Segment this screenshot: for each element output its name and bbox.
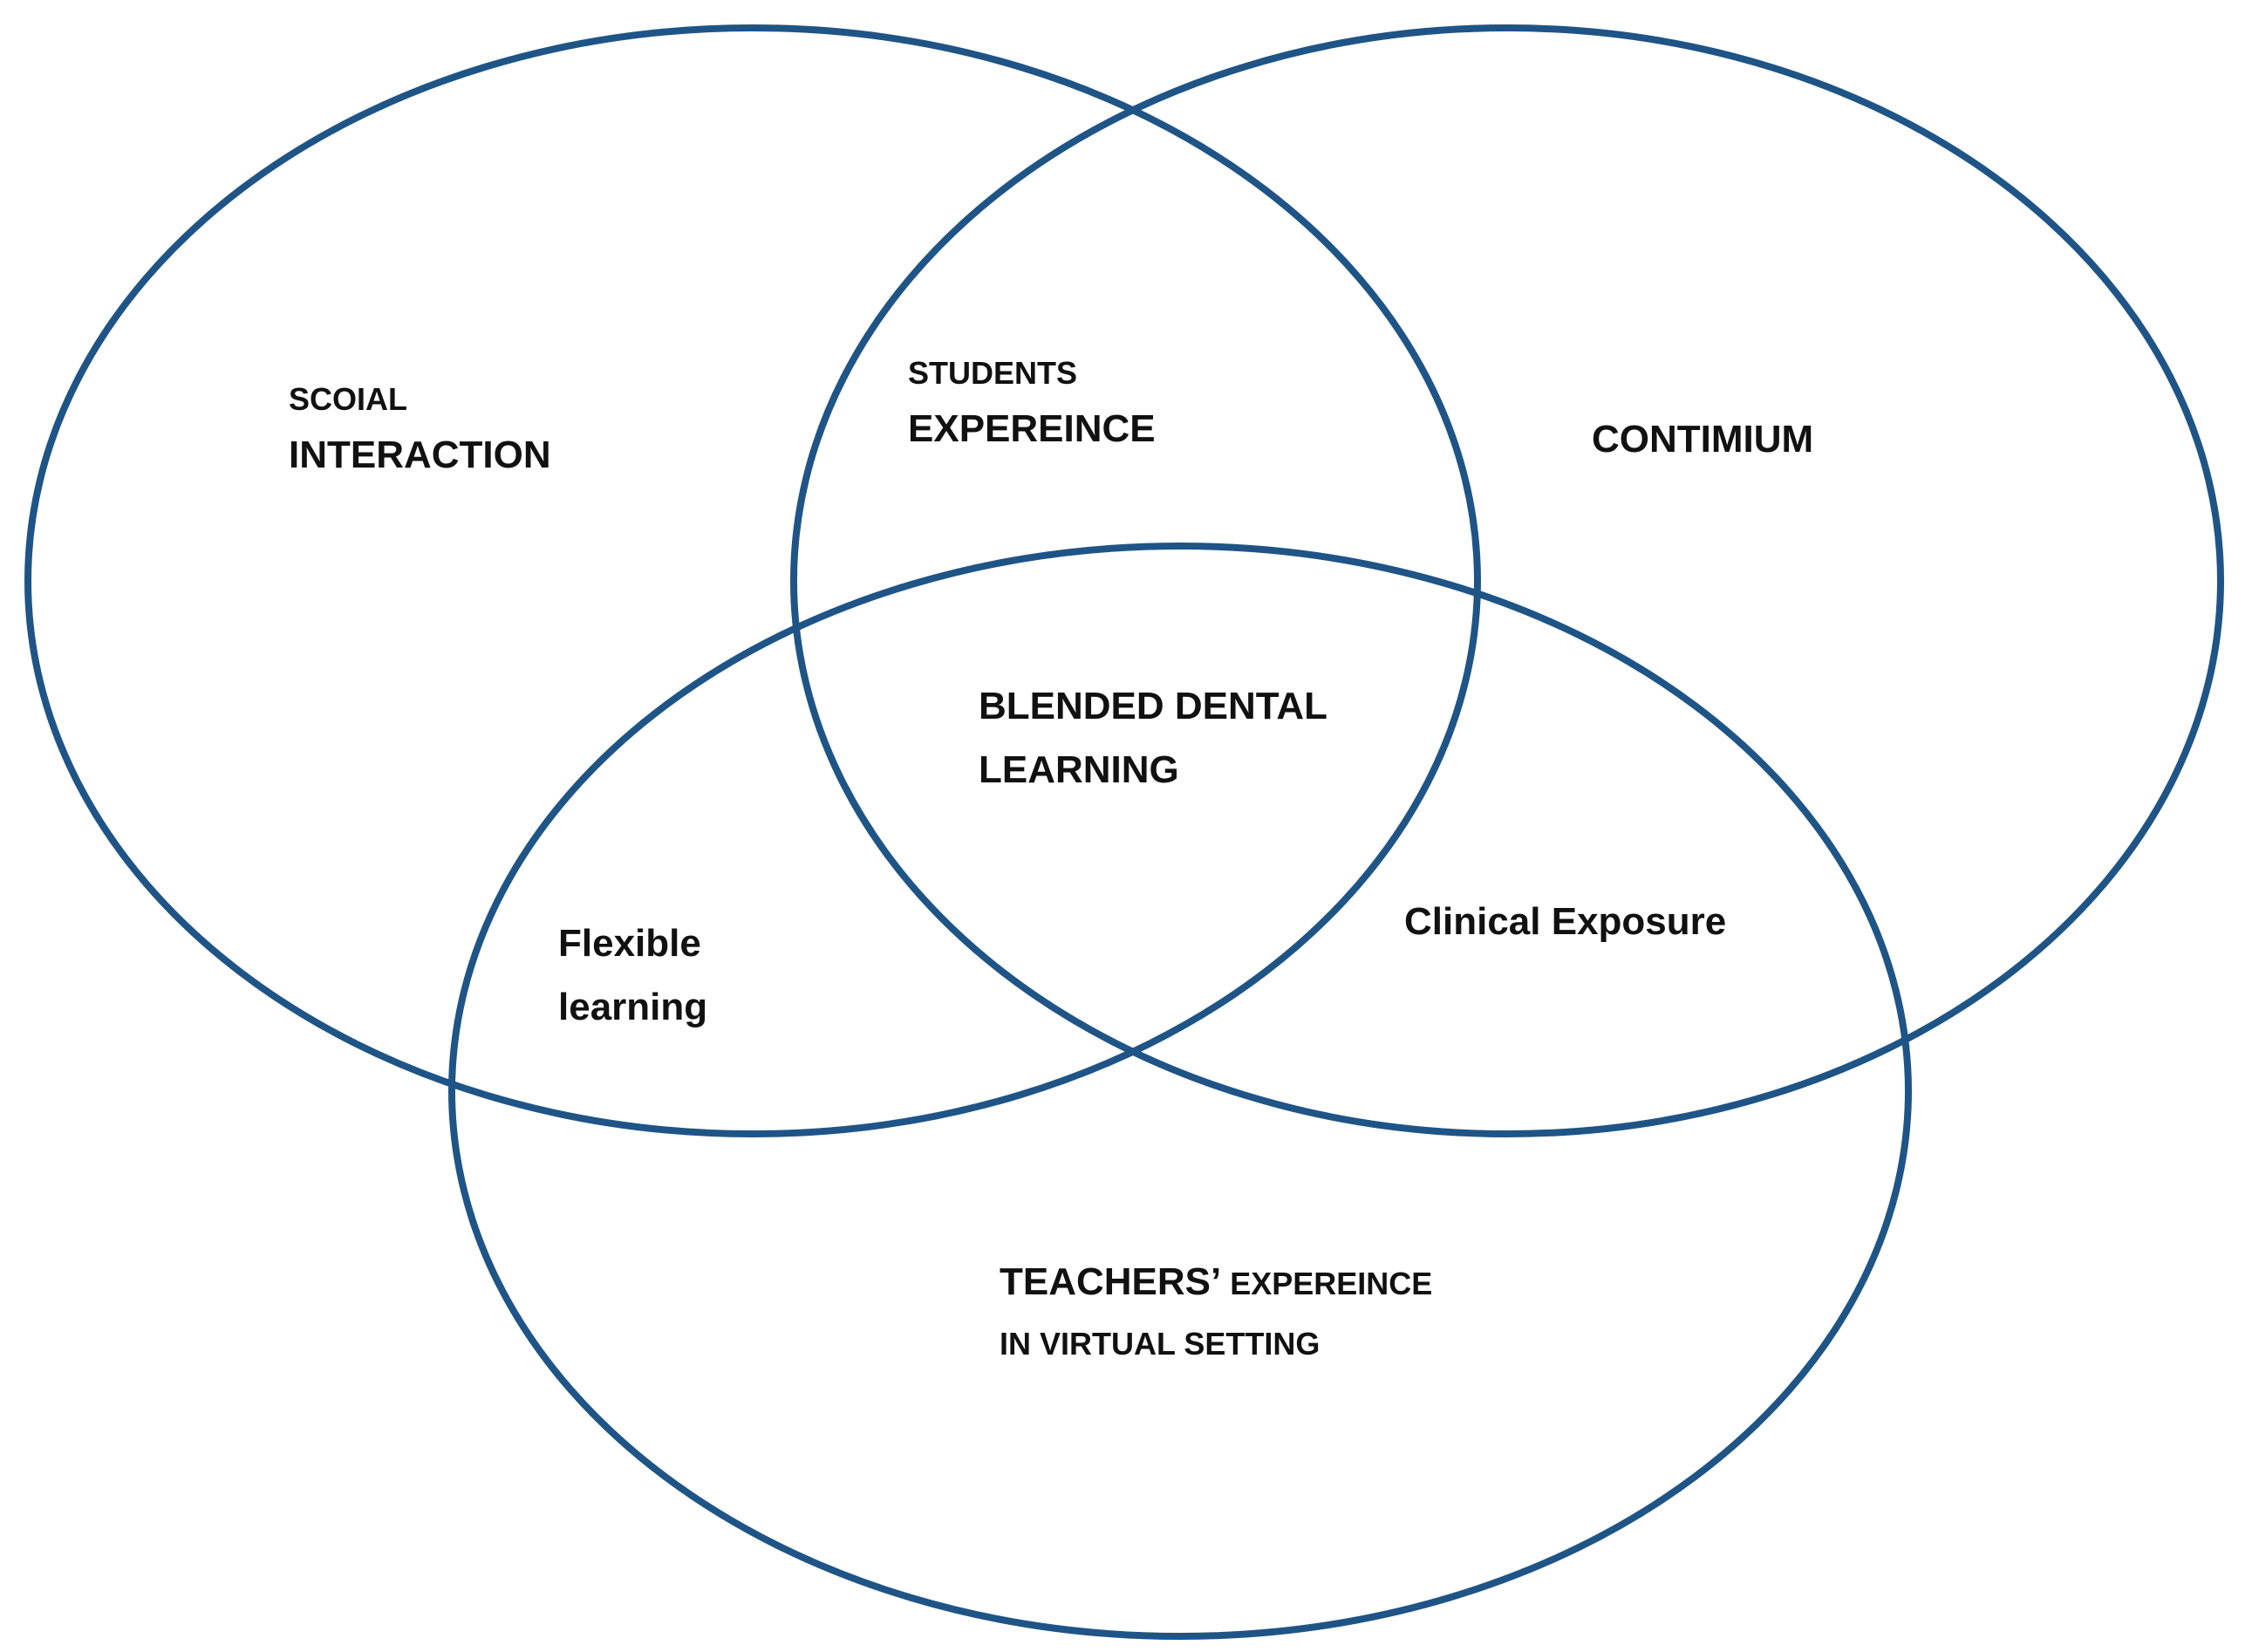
label-center-line2: LEARNING [979, 748, 1179, 791]
label-center-line1: BLENDED DENTAL [979, 685, 1327, 727]
label-teachers-line1-b: EXPEREINCE [1221, 1266, 1432, 1301]
label-flexible-line2: learning [558, 986, 707, 1028]
label-teachers-line1: TEACHERS’ EXPEREINCE [1000, 1260, 1432, 1303]
bottom-ellipse [448, 543, 1912, 1640]
label-teachers-line2: IN VIRTUAL SETTING [1000, 1326, 1320, 1362]
label-clinical: Clinical Exposure [1404, 900, 1726, 943]
label-flexible-line1: Flexible [558, 922, 701, 965]
label-teachers-line1-a: TEACHERS’ [1000, 1260, 1221, 1303]
label-continuum: CONTIMIUM [1592, 418, 1813, 461]
label-students-line2: EXPEREINCE [908, 407, 1156, 450]
label-social-line1: SCOIAL [289, 381, 407, 417]
label-social-line2: INTERACTION [289, 433, 551, 476]
left-ellipse [24, 24, 1481, 1137]
right-ellipse [790, 24, 2224, 1137]
label-students-line1: STUDENTS [908, 355, 1077, 391]
